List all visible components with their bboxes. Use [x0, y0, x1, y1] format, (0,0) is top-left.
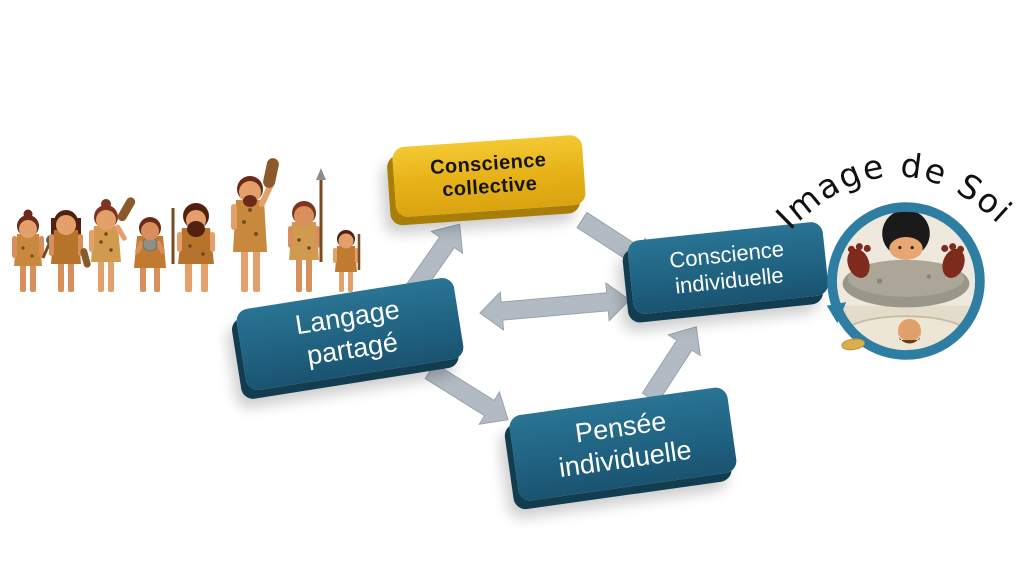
arrow-langage-to-pensee	[424, 362, 509, 425]
caveman-figure	[12, 209, 56, 292]
arrow-double-langage-individuelle	[479, 281, 631, 332]
caveman-figure	[288, 168, 326, 292]
caveman-figure	[134, 217, 166, 292]
caveman-figure	[333, 230, 361, 292]
caveman-figure	[89, 197, 136, 292]
reflection-scene	[836, 211, 976, 351]
cavemen-illustration	[12, 158, 361, 292]
hands	[847, 243, 965, 278]
ring-arrowhead	[826, 302, 847, 324]
teal-ring	[827, 202, 985, 360]
self-reflection-illustration	[826, 202, 985, 360]
tan-blob	[841, 338, 865, 351]
node-conscience-collective: Conscience collective	[391, 134, 587, 218]
caveman-figure	[171, 203, 215, 292]
reflection-face	[898, 318, 921, 342]
caveman-figure	[231, 158, 279, 292]
caveman-figure	[49, 210, 91, 292]
leaning-person	[882, 211, 930, 260]
